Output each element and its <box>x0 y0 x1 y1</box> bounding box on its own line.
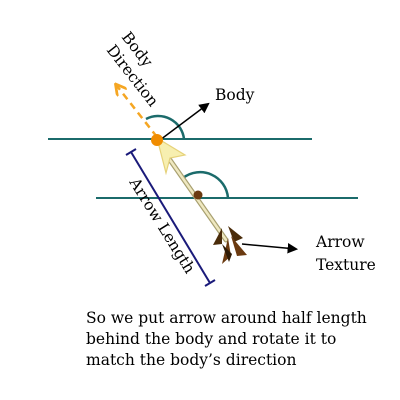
body-direction-arrow <box>117 86 158 138</box>
body-dot <box>151 134 163 146</box>
arrow-pivot-dot <box>193 190 203 200</box>
caption-line-1: So we put arrow around half length <box>86 309 367 327</box>
arrow-texture-label-line2: Texture <box>316 256 376 274</box>
arrow-texture-pointer <box>241 242 299 254</box>
arrow-sprite <box>156 136 247 264</box>
caption-line-2: behind the body and rotate it to <box>86 330 337 348</box>
body-vector-arrow <box>159 102 210 141</box>
arrow-texture-label-line1: Arrow <box>315 233 365 251</box>
arrow-fletching-icon <box>213 226 247 264</box>
lower-angle-arc <box>182 170 230 199</box>
explanation-caption: So we put arrow around half length behin… <box>86 308 386 371</box>
arrow-length-bar <box>125 148 216 287</box>
arrowhead-icon <box>156 136 187 176</box>
caption-line-3: match the body’s direction <box>86 351 297 369</box>
body-label: Body <box>215 86 255 104</box>
upper-angle-arc <box>145 114 186 140</box>
